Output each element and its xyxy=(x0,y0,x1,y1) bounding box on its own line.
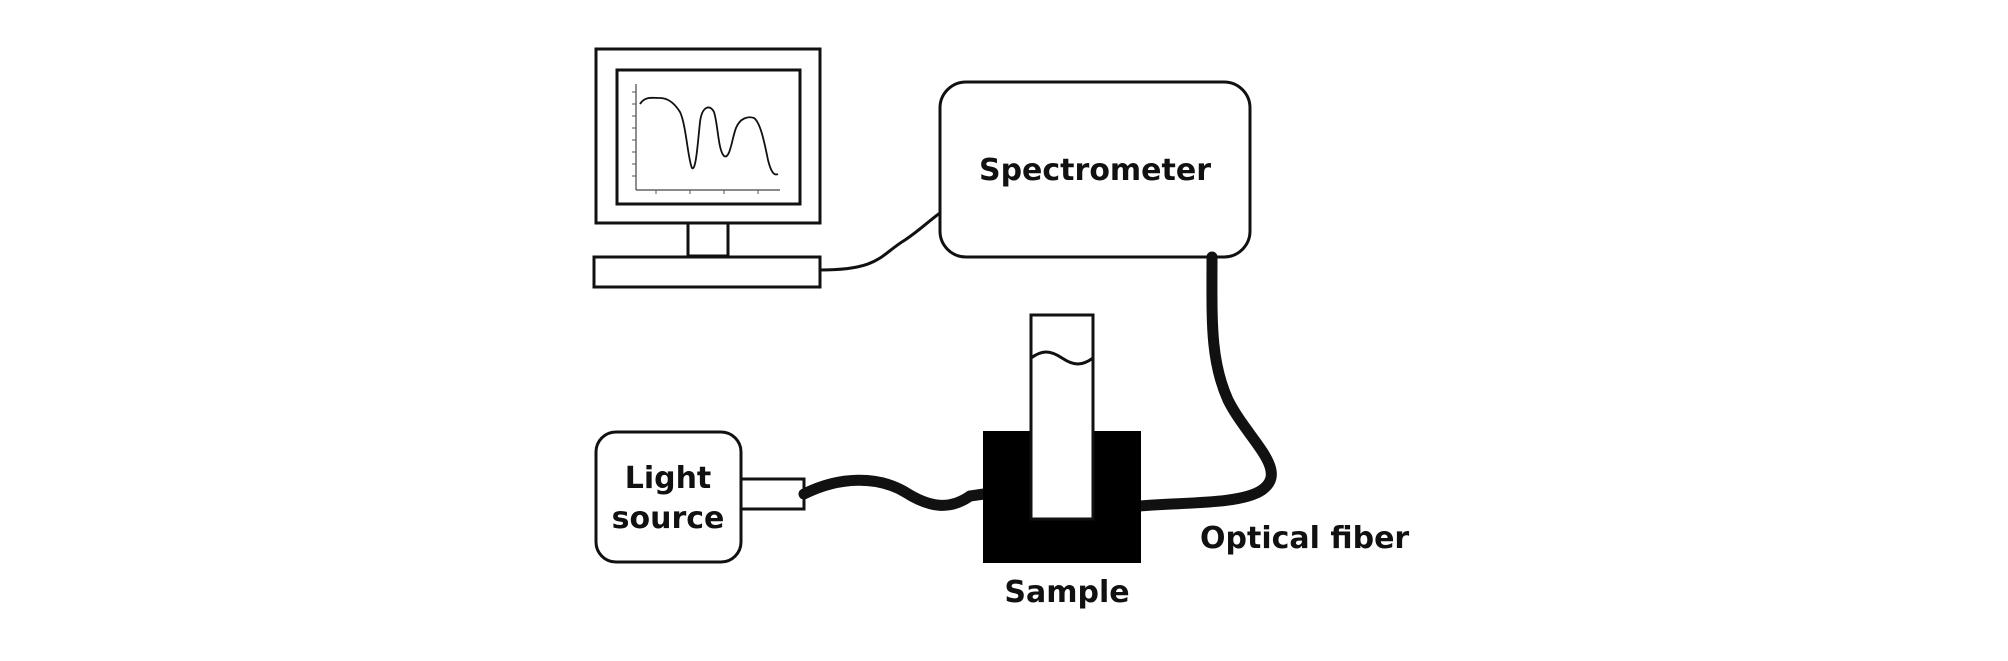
spectrometer-label: Spectrometer xyxy=(979,153,1211,188)
screen-plot-y-ticks xyxy=(632,91,636,177)
light-source-label-line2: source xyxy=(612,501,725,536)
monitor-screen xyxy=(615,68,802,206)
computer xyxy=(592,47,822,289)
keyboard xyxy=(592,255,822,289)
light-source-connector xyxy=(739,477,806,511)
light-source: Light source xyxy=(594,430,806,564)
screen-spectrum-plot xyxy=(632,84,780,194)
excitation-fiber-cable xyxy=(798,474,990,511)
optical-fiber-cable xyxy=(1134,251,1277,512)
optical-fiber-label: Optical fiber xyxy=(1200,521,1409,556)
cuvette xyxy=(1029,313,1095,521)
screen-plot-x-ticks xyxy=(655,190,759,194)
liquid-surface xyxy=(1030,350,1094,366)
data-cable xyxy=(819,211,941,272)
light-source-box xyxy=(594,430,743,564)
monitor-stand xyxy=(686,221,730,258)
screen-spectrum-curve xyxy=(639,96,779,176)
spectrometer: Spectrometer xyxy=(938,80,1252,259)
sample-label: Sample xyxy=(1004,575,1129,610)
sample-holder: Sample xyxy=(983,313,1141,610)
spectrometer-box xyxy=(938,80,1252,259)
light-source-label-line1: Light xyxy=(625,461,712,496)
